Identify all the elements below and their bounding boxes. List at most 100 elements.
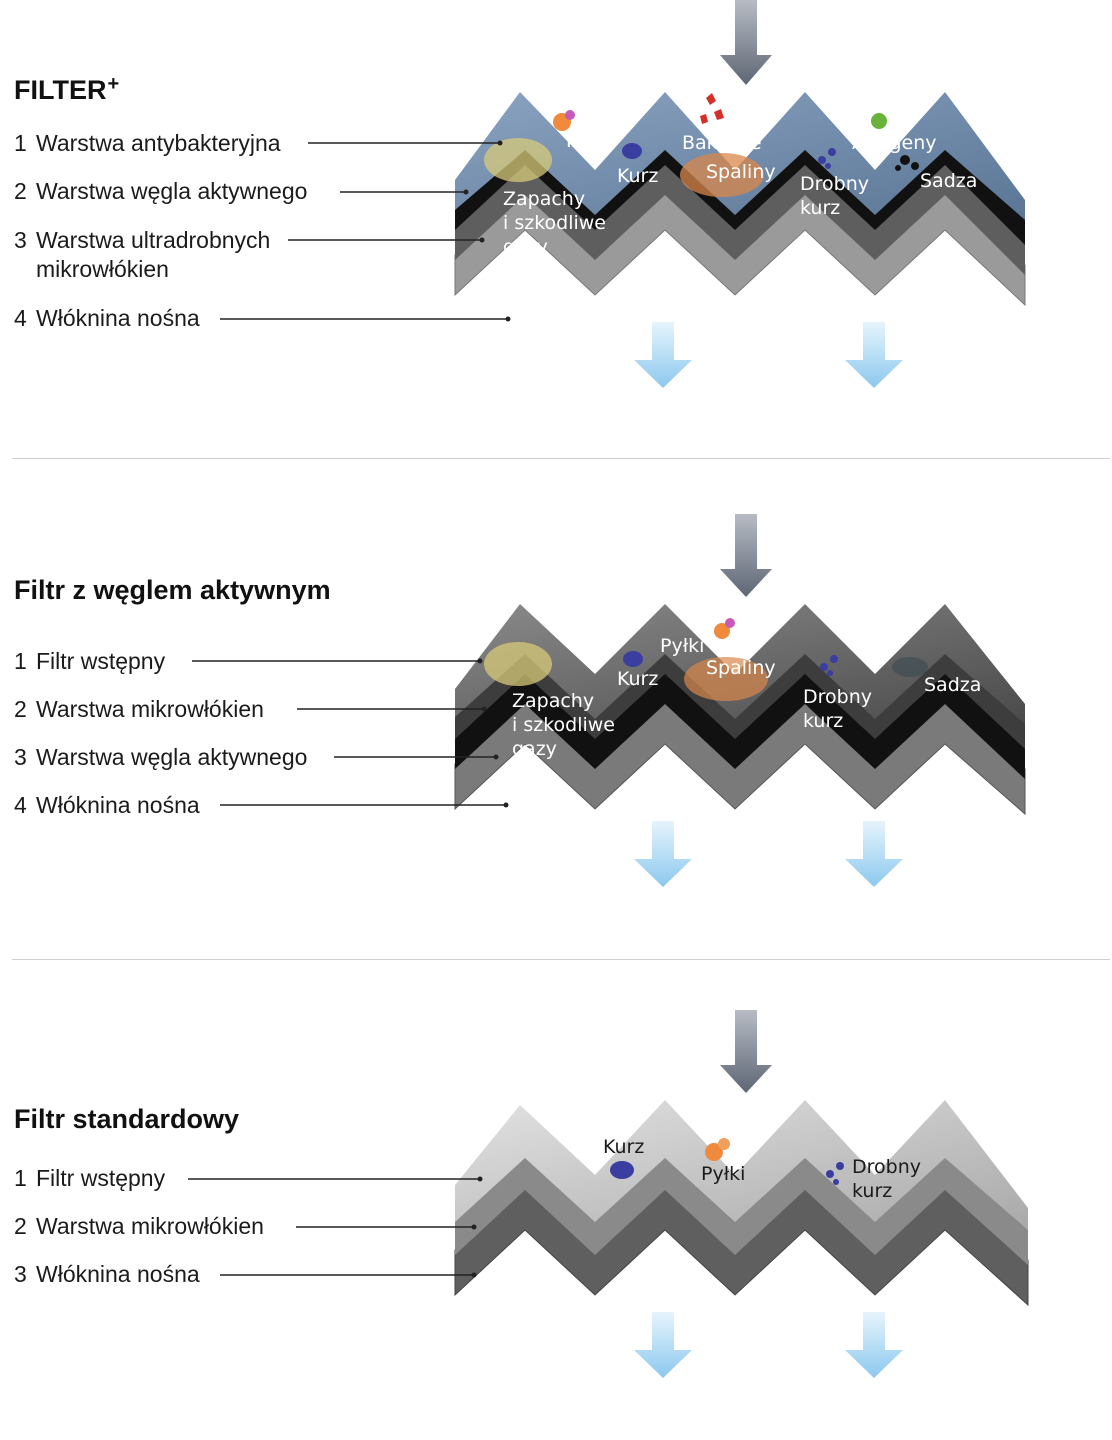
fine-dust-particle (826, 1170, 834, 1178)
label-odors-line3: gazy (512, 738, 557, 760)
fine-dust-particle (820, 663, 828, 671)
filter-plus-illustration: Pyłki Bakterie Alergeny Kurz Spaliny Sad… (220, 0, 1026, 388)
label-soot: Sadza (924, 674, 981, 696)
layer-text: Filtr wstępny (36, 1165, 166, 1191)
label-fine-dust-line1: Drobny (803, 686, 872, 708)
label-pollen: Pyłki (566, 130, 610, 152)
pollen-particle (714, 623, 730, 639)
label-fine-dust-line1: Drobny (800, 173, 869, 195)
airflow-in-arrow (720, 514, 772, 597)
layer-number: 2 (14, 178, 27, 204)
label-exhaust: Spaliny (706, 657, 776, 679)
odor-cloud (484, 642, 552, 686)
standard-filter-illustration: Kurz Pyłki Drobny kurz (188, 1010, 1029, 1378)
soot-particle (900, 155, 910, 165)
dust-particle (622, 143, 642, 159)
layer-label-2: 2 Warstwa mikrowłókien (14, 1212, 264, 1241)
layer-number: 1 (14, 130, 27, 156)
airflow-out-arrow (634, 1312, 692, 1378)
fine-dust-particle (830, 655, 838, 663)
label-exhaust: Spaliny (706, 161, 776, 183)
leader-dot (479, 237, 485, 243)
fine-dust-particle (828, 148, 836, 156)
layer-text: Warstwa mikrowłókien (36, 1213, 264, 1239)
dust-particle (610, 1161, 634, 1179)
label-fine-dust-line2: kurz (852, 1180, 892, 1202)
layer-label-1: 1 Filtr wstępny (14, 647, 165, 676)
label-pollen: Pyłki (660, 635, 704, 657)
layer-text: Filtr wstępny (36, 648, 166, 674)
exhaust-cloud (680, 153, 764, 197)
soot-cloud (892, 657, 928, 677)
layer-number: 4 (14, 792, 27, 818)
layer-text: Włóknina nośna (36, 305, 200, 331)
carbon-filter-section: Filtr z węglem aktywnym 1 Filtr wstępny 2… (0, 459, 1112, 959)
layer-number: 1 (14, 648, 27, 674)
carbon-layer (455, 664, 1025, 779)
exhaust-cloud (684, 657, 768, 701)
title-text: FILTER (14, 75, 107, 105)
layer-number: 2 (14, 1213, 27, 1239)
pollen-particle (705, 1143, 723, 1161)
label-pollen: Pyłki (701, 1163, 745, 1185)
label-fine-dust-line2: kurz (803, 710, 843, 732)
fine-dust-particle (818, 156, 826, 164)
layer-label-2: 2 Warstwa mikrowłókien (14, 695, 264, 724)
label-odors-line2: i szkodliwe (512, 714, 615, 736)
fine-dust-particle (827, 670, 833, 676)
layer-number: 3 (14, 227, 27, 253)
layer-text-line2: mikrowłókien (36, 256, 169, 282)
microfiber-layer (455, 160, 1025, 275)
layer-number: 4 (14, 305, 27, 331)
leader-dot (503, 802, 509, 808)
leader-dot (505, 316, 511, 322)
label-bacteria: Bakterie (682, 132, 762, 154)
label-dust: Kurz (603, 1136, 644, 1158)
dust-particle (623, 651, 643, 667)
section-title: Filtr z węglem aktywnym (14, 575, 331, 605)
label-allergens: Alergeny (852, 132, 936, 154)
label-fine-dust-line2: kurz (800, 197, 840, 219)
layer-number: 3 (14, 1261, 27, 1287)
airflow-out-arrow (634, 322, 692, 388)
prefilter-layer (455, 1100, 1028, 1230)
fine-dust-particle (833, 1179, 839, 1185)
fine-dust-particle (825, 163, 831, 169)
label-fine-dust-line1: Drobny (852, 1156, 921, 1178)
section-title: FILTER+ (14, 73, 120, 106)
carbon-layer (455, 130, 1025, 245)
section-divider (12, 458, 1110, 459)
leader-dot (477, 658, 483, 664)
leader-dot (497, 140, 503, 146)
layer-label-4: 4 Włóknina nośna (14, 304, 200, 333)
label-soot: Sadza (920, 170, 977, 192)
section-title: Filtr standardowy (14, 1104, 240, 1134)
title-superscript: + (107, 73, 120, 95)
filter-plus-section: FILTER+ 1 Warstwa antybakteryjna 2 Warstwa… (0, 0, 1112, 458)
pollen-particle (725, 618, 735, 628)
layer-text: Warstwa antybakteryjna (36, 130, 281, 156)
layer-text: Warstwa węgla aktywnego (36, 178, 308, 204)
airflow-out-arrow (634, 821, 692, 887)
pollen-particle (565, 110, 575, 120)
airflow-out-arrow (845, 322, 903, 388)
carbon-filter-illustration: Pyłki Kurz Spaliny Sadza Drobny kurz Zap… (192, 514, 1026, 887)
leader-dot (481, 706, 487, 712)
layer-number: 2 (14, 696, 27, 722)
soot-particle (895, 165, 901, 171)
leader-dot (493, 754, 499, 760)
label-odors-line3: gazy (503, 236, 548, 258)
leader-dot (471, 1224, 477, 1230)
antibacterial-layer (455, 92, 1025, 220)
microfiber-layer (455, 639, 1025, 749)
layer-text: Warstwa mikrowłókien (36, 696, 264, 722)
airflow-in-arrow (720, 0, 772, 85)
leader-dot (477, 1176, 483, 1182)
label-odors-line2: i szkodliwe (503, 212, 606, 234)
fine-dust-particle (836, 1162, 844, 1170)
